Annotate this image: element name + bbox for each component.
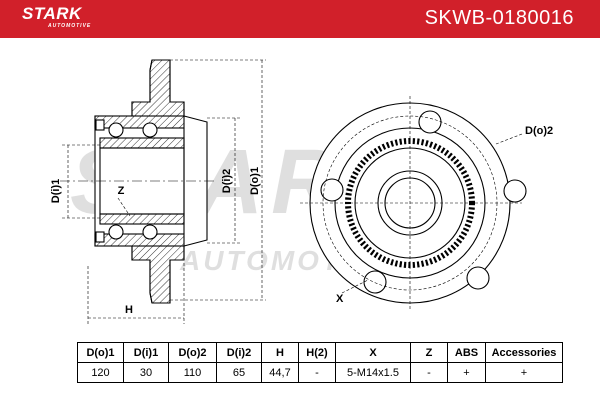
spec-table: D(o)1 D(i)1 D(o)2 D(i)2 H H(2) X Z ABS A… [77,342,563,383]
col-header: D(i)2 [216,342,262,363]
spec-cell: 120 [77,362,124,383]
spec-cell: - [410,362,448,383]
col-header: H(2) [298,342,336,363]
col-header: Accessories [485,342,563,363]
spec-cell: 30 [123,362,169,383]
ball-bottom-left [108,224,124,240]
spec-header-row: D(o)1 D(i)1 D(o)2 D(i)2 H H(2) X Z ABS A… [77,342,563,363]
spec-cell: 44,7 [261,362,299,383]
label-x: X [336,293,344,305]
spec-value-row: 120 30 110 65 44,7 - 5-M14x1.5 - + + [77,362,563,383]
col-header: D(i)1 [123,342,169,363]
spec-cell: + [447,362,486,383]
technical-drawing: STARK AUTOMOTIVE [50,59,553,324]
ball-bottom-right [142,224,158,240]
seal-top [95,119,105,131]
spec-cell: 65 [216,362,262,383]
col-header: D(o)1 [77,342,124,363]
col-header: ABS [447,342,486,363]
ball-top-right [142,122,158,138]
spec-cell: + [485,362,563,383]
brand-name: STARK [22,4,82,23]
stud-hole-3 [503,179,527,203]
stud-hole-1 [418,110,442,134]
front-dimensions [300,96,523,310]
part-number: SKWB-0180016 [424,7,574,29]
outer-ring-top [94,115,185,129]
header-bar: STARK AUTOMOTIVE SKWB-0180016 [0,0,600,38]
lower-hatch [131,245,185,304]
stark-logo: STARK AUTOMOTIVE [22,4,92,30]
spec-cell: 110 [168,362,217,383]
spec-cell: - [298,362,336,383]
label-di2: D(i)2 [221,169,233,193]
col-header: H [261,342,299,363]
label-z: Z [118,185,125,197]
label-do2: D(o)2 [525,125,553,137]
inner-race-top [99,137,185,149]
upper-hatch [131,59,185,117]
label-h: H [125,304,133,316]
stud-hole-2 [320,178,344,202]
col-header: Z [410,342,448,363]
label-di1: D(i)1 [50,179,62,203]
col-header: D(o)2 [168,342,217,363]
spec-cell: 5-M14x1.5 [335,362,411,383]
brand-subtitle: AUTOMOTIVE [48,23,92,29]
seal-bottom [95,231,105,243]
ball-top-left [108,122,124,138]
stud-hole-4 [363,270,387,294]
col-header: X [335,342,411,363]
outer-ring-bottom [94,233,185,247]
inner-race-bottom [99,213,185,225]
label-do1: D(o)1 [249,167,261,195]
side-section-view [94,59,208,304]
stud-hole-5 [466,266,490,290]
side-dimensions [62,59,266,324]
